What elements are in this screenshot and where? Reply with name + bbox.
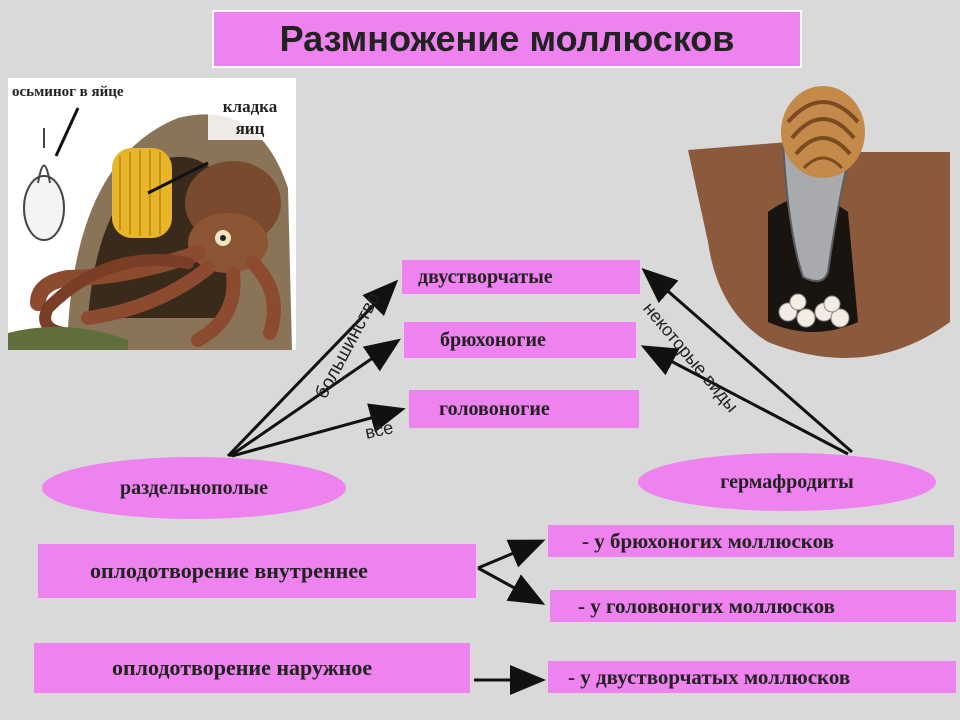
cephalopods-box: головоногие — [409, 390, 639, 428]
hermaphrodites-ellipse: гермафродиты — [638, 453, 936, 511]
external-fertilization-box: оплодотворение наружное — [34, 643, 470, 693]
arrow-dioecious-gastropods — [229, 338, 401, 458]
egg-clutch-label: кладка яиц — [208, 96, 292, 140]
internal-gastropods-box: - у брюхоногих моллюсков — [548, 525, 954, 557]
arrow-dioecious-bivalves — [226, 279, 399, 458]
external-bivalves-box: - у двустворчатых моллюсков — [548, 661, 956, 693]
internal-fertilization-box: оплодотворение внутреннее — [38, 544, 476, 598]
snail-drawing — [688, 86, 950, 358]
internal-cephalopods-box: - у головоногих моллюсков — [550, 590, 956, 622]
dioecious-ellipse: раздельнополые — [42, 457, 346, 519]
bivalves-box: двустворчатые — [402, 260, 640, 294]
gastropods-box: брюхоногие — [404, 322, 636, 358]
arrow-internal-gastropods — [477, 539, 546, 570]
octopus-illustration: осьминог в яйце кладка яиц — [8, 78, 296, 350]
arrow-hermaphrodites-bivalves — [641, 268, 853, 454]
arrow-internal-cephalopods — [477, 566, 546, 605]
arrow-dioecious-cephalopods — [231, 403, 406, 458]
page-title: Размножение моллюсков — [212, 10, 802, 68]
snail-illustration — [688, 82, 950, 374]
arrow-hermaphrodites-gastropods — [640, 345, 849, 456]
octopus-egg-label: осьминог в яйце — [12, 84, 124, 100]
